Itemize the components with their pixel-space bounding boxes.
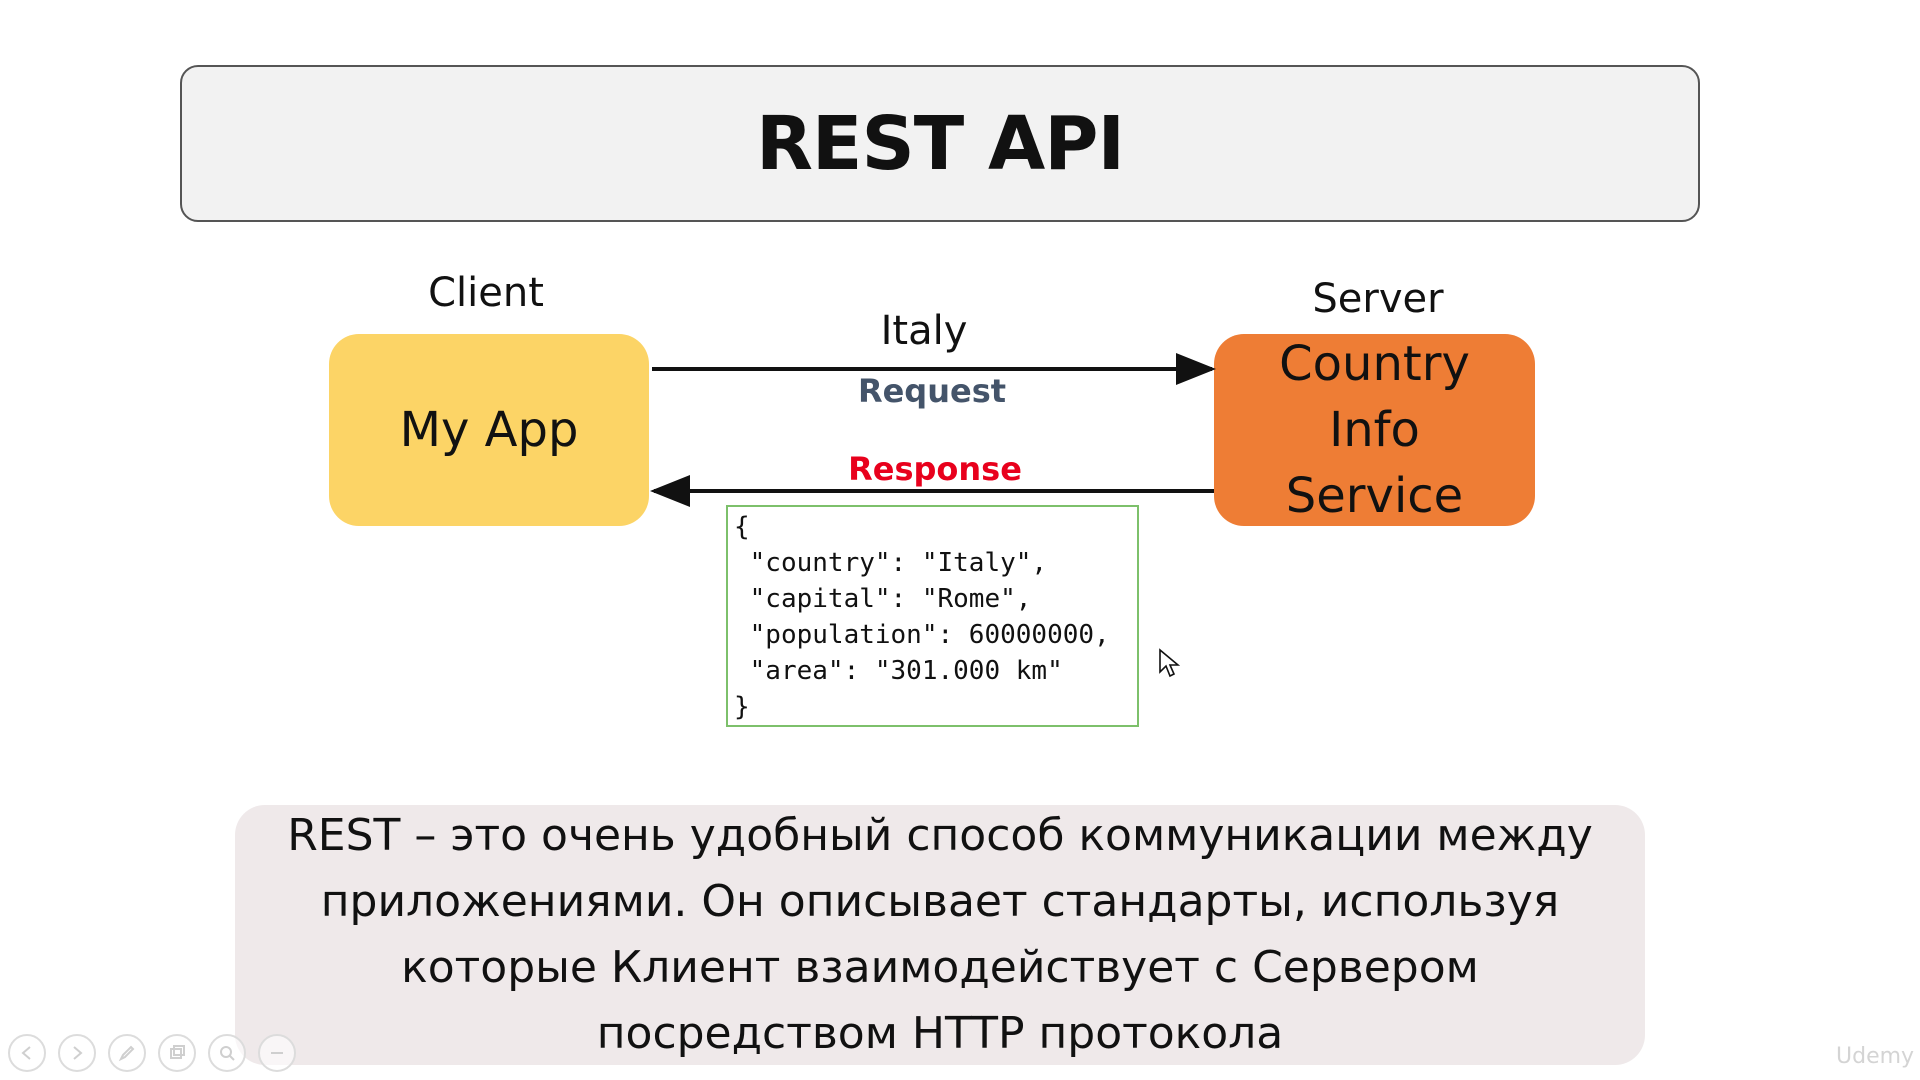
json-line: "area": "301.000 km" (734, 656, 1063, 686)
zoom-icon[interactable] (208, 1034, 246, 1072)
client-box-text: My App (399, 402, 579, 458)
server-box-line: Country (1279, 336, 1470, 392)
json-line: } (734, 692, 750, 722)
caption-line: REST – это очень удобный способ коммуник… (287, 810, 1593, 861)
udemy-watermark: Udemy (1836, 1044, 1915, 1069)
json-line: "population": 60000000, (734, 620, 1110, 650)
json-line: "capital": "Rome", (734, 584, 1032, 614)
server-box-line: Info (1329, 402, 1420, 458)
slide-title: REST API (755, 100, 1125, 187)
json-response-box: { "country": "Italy", "capital": "Rome",… (726, 505, 1139, 727)
client-label: Client (428, 270, 544, 316)
server-box-line: Service (1285, 468, 1464, 524)
client-box: My App (329, 334, 649, 526)
title-box: REST API (180, 65, 1700, 222)
pen-icon[interactable] (108, 1034, 146, 1072)
slides-icon[interactable] (158, 1034, 196, 1072)
next-icon[interactable] (58, 1034, 96, 1072)
caption-line: приложениями. Он описывает стандарты, ис… (320, 876, 1560, 927)
server-label: Server (1312, 276, 1444, 322)
previous-icon[interactable] (8, 1034, 46, 1072)
mouse-cursor-icon (1159, 648, 1180, 678)
response-label: Response (848, 450, 1022, 488)
caption-line: посредством HTTP протокола (596, 1008, 1284, 1059)
caption-line: которые Клиент взаимодействует с Серверо… (401, 942, 1479, 993)
request-label: Request (857, 372, 1007, 410)
presentation-controls (8, 1034, 296, 1072)
caption-box: REST – это очень удобный способ коммуник… (235, 805, 1645, 1065)
request-payload: Italy (880, 308, 968, 354)
json-line: { (734, 512, 750, 542)
json-line: "country": "Italy", (734, 548, 1048, 578)
server-box: Country Info Service (1214, 334, 1535, 526)
more-icon[interactable] (258, 1034, 296, 1072)
